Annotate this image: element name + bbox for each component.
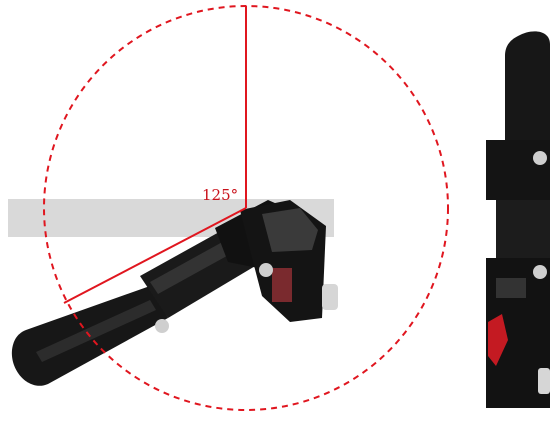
knob-icon — [155, 319, 169, 333]
mount-arm-vertical — [486, 31, 550, 408]
knob-icon — [533, 265, 547, 279]
arm-angle-line — [63, 207, 247, 304]
angle-label: 125° — [202, 186, 239, 204]
knob-icon — [533, 151, 547, 165]
knob-icon — [259, 263, 273, 277]
